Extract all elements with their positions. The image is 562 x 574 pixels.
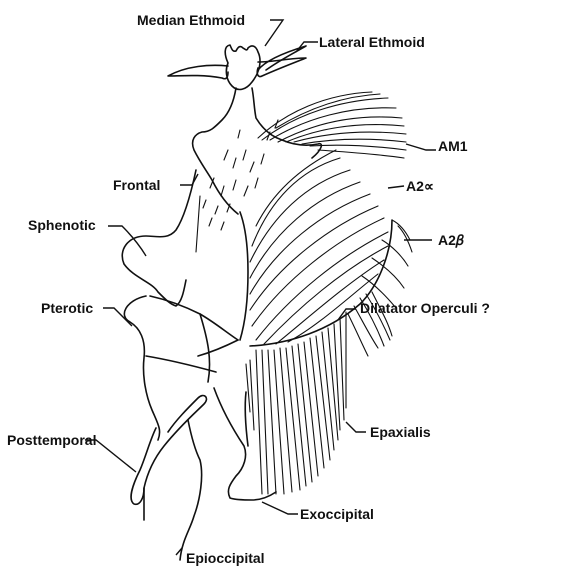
labels: Median Ethmoid Lateral Ethmoid AM1 A2∝ F… — [7, 12, 490, 566]
label-a2-alpha: A2∝ — [406, 178, 434, 194]
am1-muscle — [258, 92, 406, 158]
label-frontal: Frontal — [113, 177, 160, 193]
label-sphenotic: Sphenotic — [28, 217, 96, 233]
a2-beta-muscle — [362, 220, 412, 308]
label-median-ethmoid: Median Ethmoid — [137, 12, 245, 28]
frontal-texture — [196, 120, 278, 252]
epaxialis-muscle — [246, 312, 346, 494]
label-epaxialis: Epaxialis — [370, 424, 431, 440]
median-ethmoid-bone — [225, 45, 260, 89]
label-epioccipital: Epioccipital — [186, 550, 265, 566]
label-exoccipital: Exoccipital — [300, 506, 374, 522]
lateral-ethmoid-left — [168, 65, 228, 78]
label-dilatator-operculi: Dilatator Operculi ? — [360, 300, 490, 316]
label-am1: AM1 — [438, 138, 468, 154]
epioccipital-bone — [180, 420, 202, 560]
label-posttemporal: Posttemporal — [7, 432, 96, 448]
pterotic-bone — [124, 296, 159, 440]
label-pterotic: Pterotic — [41, 300, 93, 316]
frontal-bone — [193, 88, 238, 214]
label-a2-beta: A2𝛽 — [438, 232, 464, 248]
label-lateral-ethmoid: Lateral Ethmoid — [319, 34, 425, 50]
